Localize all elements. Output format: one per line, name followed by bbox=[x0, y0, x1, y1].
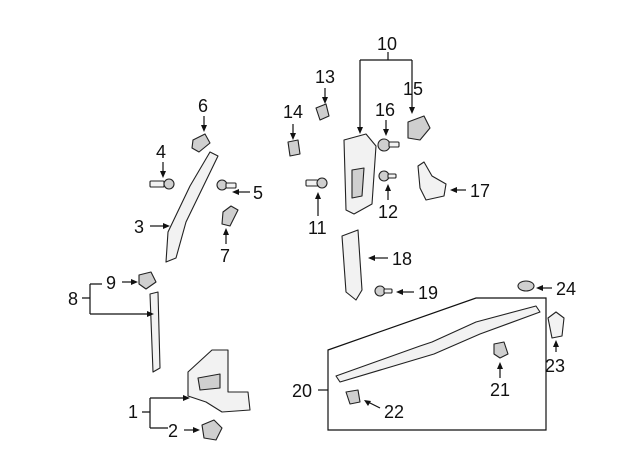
callout-21: 21 bbox=[490, 380, 510, 400]
callout-6: 6 bbox=[198, 96, 208, 116]
part-pad-7 bbox=[221, 205, 239, 227]
part-a-pillar-trim bbox=[165, 151, 219, 263]
part-clip-21 bbox=[493, 341, 509, 359]
callout-11: 11 bbox=[308, 218, 327, 238]
part-group-box-20 bbox=[327, 297, 547, 431]
part-screw-16 bbox=[377, 138, 400, 152]
leaders bbox=[82, 52, 559, 433]
callout-8: 8 bbox=[68, 289, 78, 309]
callout-17: 17 bbox=[470, 181, 490, 201]
part-clip-6 bbox=[191, 133, 211, 153]
part-bolt-11 bbox=[305, 177, 328, 189]
part-kick-panel-1-recess bbox=[197, 373, 221, 391]
callout-24: 24 bbox=[556, 279, 576, 299]
part-end-cap-23 bbox=[547, 311, 565, 339]
part-screw-12 bbox=[378, 170, 397, 182]
part-bolt-4 bbox=[149, 178, 175, 190]
part-strip-8 bbox=[149, 291, 161, 373]
part-b-pillar-upper-10-slot bbox=[351, 167, 365, 199]
part-screw-19 bbox=[374, 285, 393, 297]
part-clip-9 bbox=[138, 271, 157, 290]
part-cap-2 bbox=[201, 419, 223, 441]
part-handle-17 bbox=[417, 161, 447, 201]
part-screw-5 bbox=[216, 179, 237, 191]
callout-23: 23 bbox=[545, 356, 565, 376]
callout-18: 18 bbox=[392, 249, 412, 269]
part-sill-plate bbox=[335, 305, 541, 383]
callout-22: 22 bbox=[384, 402, 404, 422]
part-clip-13 bbox=[315, 103, 330, 121]
part-bracket-15 bbox=[407, 115, 431, 141]
callout-14: 14 bbox=[283, 102, 303, 122]
callout-labels: 1 2 3 4 5 6 7 8 9 10 11 12 13 14 15 16 1… bbox=[68, 34, 576, 441]
part-b-pillar-lower-18 bbox=[341, 229, 363, 301]
callout-15: 15 bbox=[403, 79, 423, 99]
callout-12: 12 bbox=[378, 202, 398, 222]
callout-13: 13 bbox=[315, 67, 335, 87]
callout-7: 7 bbox=[220, 246, 230, 266]
callout-19: 19 bbox=[418, 283, 438, 303]
callout-2: 2 bbox=[168, 421, 178, 441]
callout-1: 1 bbox=[128, 402, 138, 422]
callout-4: 4 bbox=[156, 142, 166, 162]
callout-20: 20 bbox=[292, 381, 312, 401]
part-retainer-24 bbox=[517, 280, 535, 292]
callout-5: 5 bbox=[253, 183, 263, 203]
callout-3: 3 bbox=[134, 217, 144, 237]
callout-10: 10 bbox=[377, 34, 397, 54]
part-clip-22 bbox=[345, 389, 361, 405]
callout-16: 16 bbox=[375, 100, 395, 120]
part-clip-14 bbox=[287, 139, 301, 157]
callout-9: 9 bbox=[106, 273, 116, 293]
